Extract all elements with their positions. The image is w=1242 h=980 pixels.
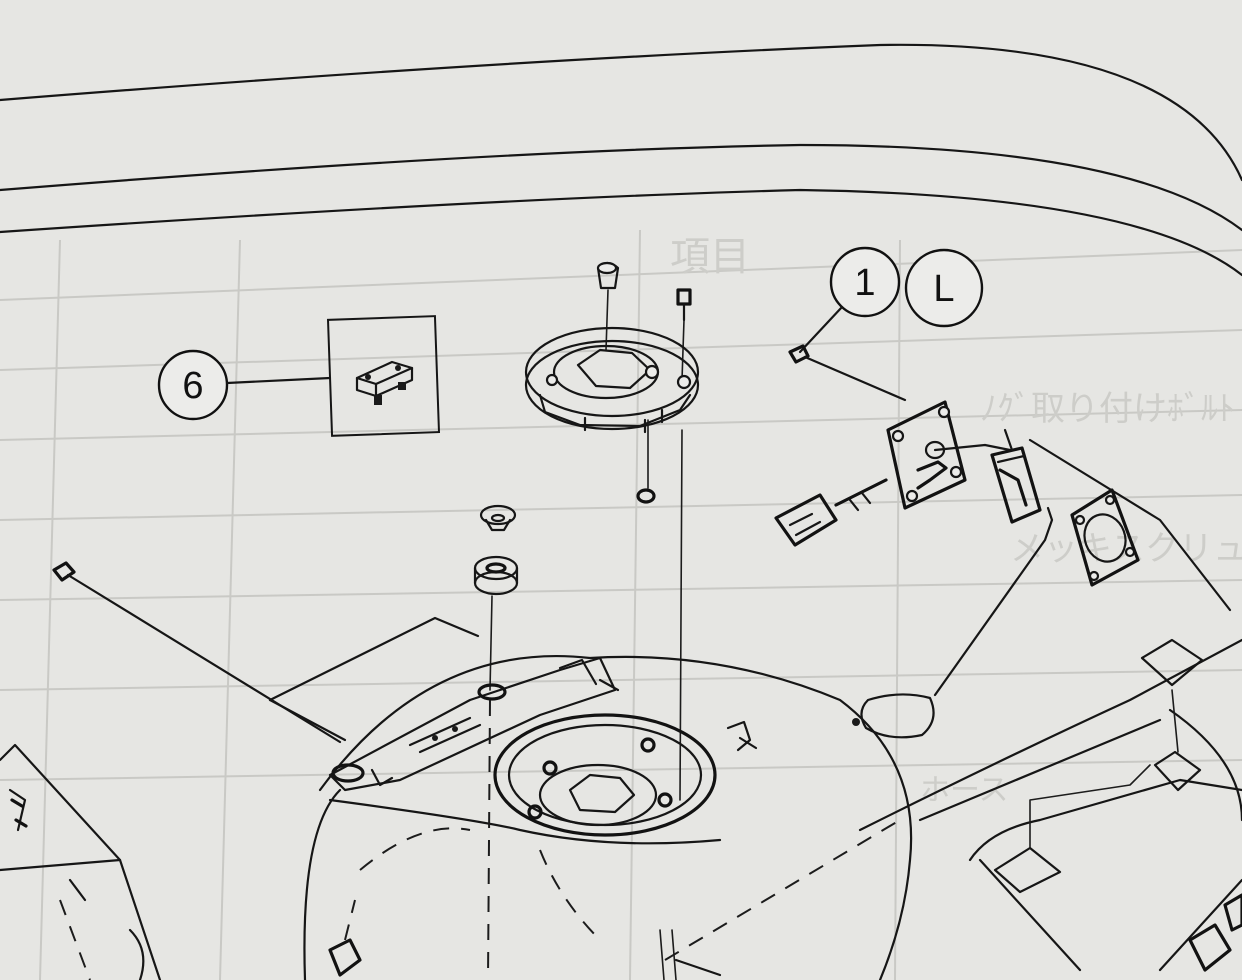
- callout-1-l: 1 L: [788, 246, 984, 402]
- bracket-part-6: [355, 360, 414, 405]
- tank-clip-right: [726, 720, 758, 752]
- pad-upper: [1140, 638, 1204, 687]
- svg-text:ﾉｸﾞ取り付けﾎﾞﾙﾄ: ﾉｸﾞ取り付けﾎﾞﾙﾄ: [980, 389, 1235, 429]
- grommet-top: [596, 261, 620, 290]
- frame-left: [0, 743, 162, 980]
- cap-ring: [524, 326, 700, 434]
- callout-6: 6: [157, 315, 441, 437]
- callout-1-label: 1: [854, 262, 875, 304]
- callout-6-label: 6: [182, 365, 203, 407]
- svg-text:項目: 項目: [670, 234, 750, 280]
- pump-gasket: [1070, 488, 1140, 587]
- screw-part-1: [788, 344, 907, 402]
- bleed-through-background: 項目 ﾉｸﾞ取り付けﾎﾞﾙﾄ メッキスクリュー ホース: [0, 229, 1242, 980]
- tank-clip-bottom-left: [328, 899, 362, 977]
- bolt-top: [676, 288, 692, 322]
- tank-filler-ring: [493, 713, 717, 837]
- pad-bottom: [993, 846, 1062, 894]
- connector-right: [990, 428, 1042, 524]
- connector-left: [774, 478, 888, 547]
- page-frame-lines: [0, 43, 1242, 277]
- tank-mount-bottom-right: [1188, 893, 1242, 972]
- callout-l-label: L: [933, 268, 954, 310]
- tank-bracket: [328, 656, 620, 792]
- fuel-tank: [303, 638, 1242, 980]
- fuel-pump-assembly: [774, 400, 1232, 739]
- fuel-cap-assembly: [524, 261, 700, 801]
- pad-lower: [1153, 750, 1202, 792]
- group-leader: [268, 616, 480, 702]
- damper-stack: [473, 504, 519, 691]
